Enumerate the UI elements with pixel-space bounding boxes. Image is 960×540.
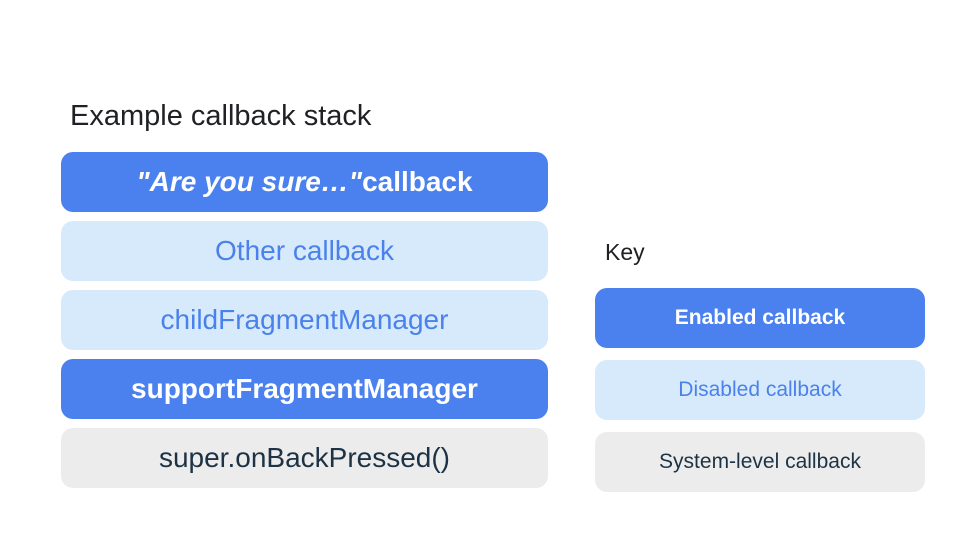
stack-item-other-callback: Other callback xyxy=(61,221,548,281)
key-title: Key xyxy=(605,239,645,265)
callback-stack: "Are you sure…" callback Other callback … xyxy=(61,152,548,488)
key-item-system-level-callback: System-level callback xyxy=(595,432,925,492)
stack-item-support-fragment-manager: supportFragmentManager xyxy=(61,359,548,419)
stack-item-label-rest-part: callback xyxy=(362,166,473,197)
key-item-enabled-callback: Enabled callback xyxy=(595,288,925,348)
stack-item-label-italic-part: "Are you sure…" xyxy=(136,166,363,197)
stack-item-are-you-sure-callback: "Are you sure…" callback xyxy=(61,152,548,212)
stack-item-super-on-back-pressed: super.onBackPressed() xyxy=(61,428,548,488)
stack-title: Example callback stack xyxy=(70,100,372,132)
key-legend: Enabled callback Disabled callback Syste… xyxy=(595,288,925,492)
key-item-disabled-callback: Disabled callback xyxy=(595,360,925,420)
stack-item-child-fragment-manager: childFragmentManager xyxy=(61,290,548,350)
